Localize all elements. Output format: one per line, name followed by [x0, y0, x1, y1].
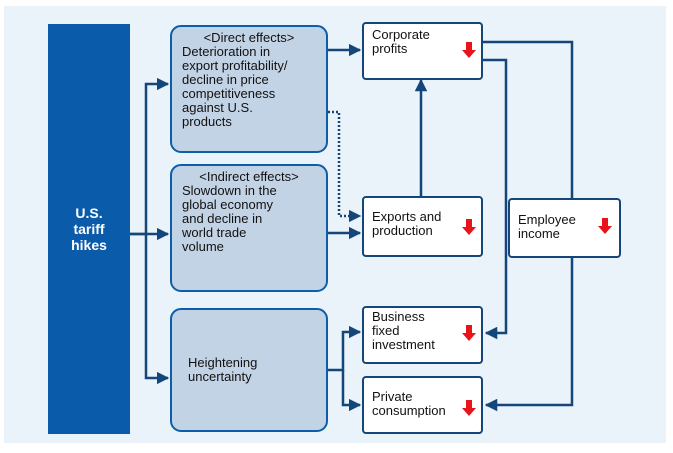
private-consumption-box: Private consumption [362, 376, 483, 434]
down-arrow-icon [462, 219, 476, 235]
direct-effects-heading: <Direct effects> [203, 30, 295, 45]
arrow-employee-income-to-consumption [484, 258, 574, 412]
down-arrow-icon [462, 400, 476, 416]
uncertainty-text: Heightening uncertainty [188, 355, 258, 384]
exports-production-box: Exports and production [362, 196, 483, 257]
arrow-uncertainty-to-consumption [341, 370, 362, 412]
dotted-arrow-direct-to-exports [328, 110, 362, 223]
arrow-tariff-to-uncertainty [144, 234, 170, 385]
indirect-effects-heading: <Indirect effects> [199, 169, 299, 184]
arrow-uncertainty-to-investment [328, 325, 362, 372]
business-investment-label: Business fixed investment [372, 309, 435, 352]
indirect-effects-text: Slowdown in the global economy and decli… [182, 183, 277, 254]
business-investment-box: Business fixed investment [362, 306, 483, 364]
arrow-profits-to-employee-income [483, 40, 574, 198]
tariff-hikes-label: U.S. tariff hikes [71, 205, 107, 253]
down-arrow-icon [462, 42, 476, 58]
private-consumption-label: Private consumption [372, 389, 446, 418]
down-arrow-icon [462, 325, 476, 341]
direct-effects-box: <Direct effects> Deterioration in export… [170, 25, 328, 153]
arrow-tariff-to-direct [130, 77, 170, 236]
uncertainty-box: Heightening uncertainty [170, 308, 328, 432]
exports-production-label: Exports and production [372, 209, 442, 238]
employee-income-label: Employee income [518, 212, 576, 241]
tariff-hikes-box: U.S. tariff hikes [48, 24, 130, 434]
corporate-profits-box: Corporate profits [362, 22, 483, 80]
corporate-profits-label: Corporate profits [372, 27, 430, 56]
down-arrow-icon [598, 218, 612, 234]
arrow-profits-to-investment [483, 58, 508, 340]
direct-effects-text: Deterioration in export profitability/ d… [182, 44, 288, 129]
indirect-effects-box: <Indirect effects> Slowdown in the globa… [170, 164, 328, 292]
